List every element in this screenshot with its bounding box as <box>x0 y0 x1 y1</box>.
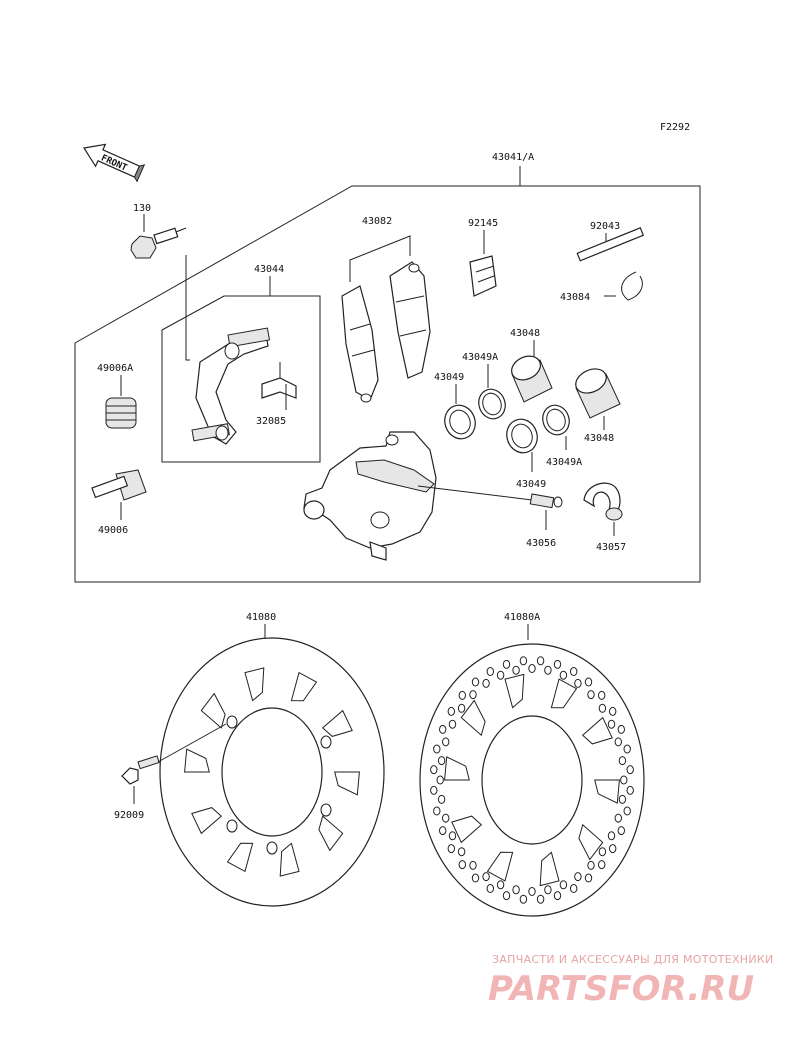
label-43057: 43057 <box>596 542 626 553</box>
label-43048-lower: 43048 <box>584 433 614 444</box>
watermark-tagline: ЗАПЧАСТИ И АКСЕССУАРЫ ДЛЯ МОТОТЕХНИКИ <box>492 953 774 966</box>
label-43084: 43084 <box>560 292 590 303</box>
label-92009: 92009 <box>114 810 144 821</box>
label-43082: 43082 <box>362 216 392 227</box>
caliper-body <box>303 431 533 561</box>
label-43041A: 43041/A <box>492 152 534 163</box>
piston-43048-upper: 43048 <box>510 328 553 403</box>
bracket-43044: 43044 <box>161 264 321 463</box>
label-49006: 49006 <box>98 525 128 536</box>
figure-code: F2292 <box>660 122 690 133</box>
label-92043: 92043 <box>590 221 620 232</box>
label-43049A-upper: 43049A <box>462 352 498 363</box>
label-92145: 92145 <box>468 218 498 229</box>
watermark-brand: PARTSFOR.RU <box>488 969 754 1009</box>
label-41080A: 41080A <box>504 612 540 623</box>
watermark: ЗАПЧАСТИ И АКСЕССУАРЫ ДЛЯ МОТОТЕХНИКИ PA… <box>488 953 774 1009</box>
label-32085: 32085 <box>256 416 286 427</box>
disc-screw-92009: 92009 <box>114 723 227 821</box>
brake-disc-41080A: 41080A <box>419 612 645 917</box>
seal-43049A-upper: 43049A <box>462 352 506 420</box>
pad-pin-92043: 92043 <box>576 221 645 262</box>
boot-49006: 49006 <box>91 469 147 536</box>
label-43056: 43056 <box>526 538 556 549</box>
label-43044: 43044 <box>254 264 284 275</box>
label-49006A: 49006A <box>97 363 133 374</box>
brake-pads-43082: 43082 <box>341 216 431 403</box>
seal-43049A-lower: 43049A <box>542 404 582 468</box>
bleeder-43056: 43056 <box>526 493 563 549</box>
label-41080: 41080 <box>246 612 276 623</box>
label-43049-upper: 43049 <box>434 372 464 383</box>
front-arrow-icon: FRONT <box>83 143 146 183</box>
brake-disc-41080: 41080 <box>159 612 385 907</box>
label-43049-lower: 43049 <box>516 479 546 490</box>
label-43048-upper: 43048 <box>510 328 540 339</box>
bolt-130: 130 <box>130 203 190 361</box>
pad-spring-92145: 92145 <box>468 218 498 297</box>
piston-43048-lower: 43048 <box>575 368 621 444</box>
banjo-43057: 43057 <box>583 482 626 553</box>
caliper-assembly-frame: 43041/A <box>74 152 701 583</box>
seal-43049-upper: 43049 <box>434 372 476 440</box>
seal-43049-lower: 43049 <box>506 418 546 490</box>
shim-32085: 32085 <box>256 362 297 427</box>
label-130: 130 <box>133 203 151 214</box>
clip-43084: 43084 <box>560 271 643 303</box>
label-43049A-lower: 43049A <box>546 457 582 468</box>
boot-49006A: 49006A <box>97 363 137 429</box>
